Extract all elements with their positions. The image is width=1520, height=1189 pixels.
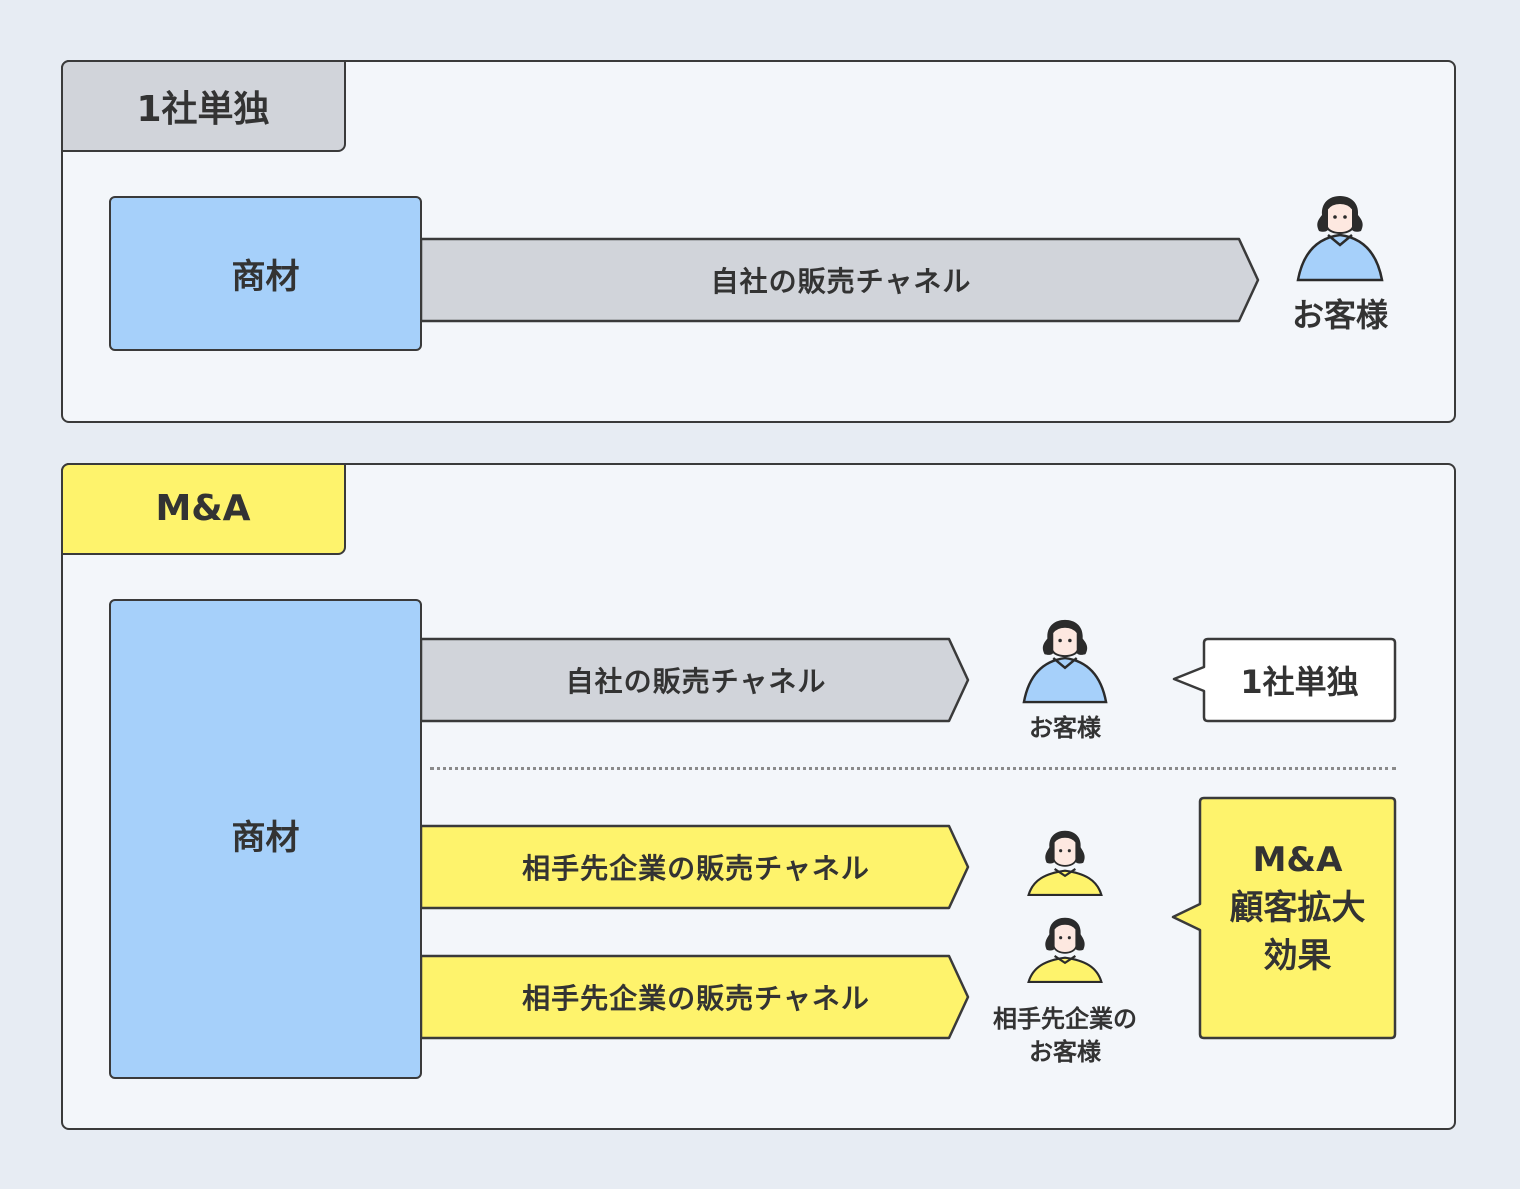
person-icon bbox=[1022, 619, 1108, 704]
effect-bubble-line3: 効果 bbox=[1263, 936, 1332, 976]
product-box-ma: 商材 bbox=[109, 599, 422, 1079]
partner-customer-icon-2 bbox=[1026, 915, 1104, 987]
arrow-shape bbox=[421, 824, 970, 910]
arrow-shape bbox=[421, 237, 1260, 323]
effect-bubble-line1: M&A bbox=[1252, 840, 1343, 880]
own-channel-label: 自社の販売チャネル bbox=[565, 665, 827, 698]
own-channel-label: 自社の販売チャネル bbox=[710, 265, 972, 298]
divider-dotted bbox=[430, 767, 1396, 770]
product-box-single: 商材 bbox=[109, 196, 422, 351]
arrow-shape bbox=[421, 637, 970, 723]
partner-channel-arrow-1: 相手先企業の販売チャネル bbox=[421, 824, 971, 910]
own-channel-arrow-single: 自社の販売チャネル bbox=[421, 237, 1261, 323]
partner-channel-label: 相手先企業の販売チャネル bbox=[522, 852, 870, 885]
own-channel-arrow-ma: 自社の販売チャネル bbox=[421, 637, 971, 723]
product-label: 商材 bbox=[231, 817, 300, 858]
customer-label-ma-own: お客様 bbox=[1029, 714, 1101, 742]
customer-icon-single bbox=[1295, 193, 1385, 287]
partner-customer-label-line1: 相手先企業の bbox=[993, 1005, 1137, 1033]
person-icon bbox=[1027, 830, 1103, 897]
person-icon bbox=[1296, 196, 1384, 282]
single-company-tab: 1社単独 bbox=[60, 59, 346, 152]
ma-tab: M&A bbox=[60, 462, 346, 555]
bubble-label: 1社単独 bbox=[1240, 663, 1359, 701]
effect-bubble-line2: 顧客拡大 bbox=[1229, 888, 1366, 928]
customer-icon-ma-own bbox=[1021, 617, 1109, 709]
bubble-shape bbox=[1171, 796, 1397, 1040]
customer-label-single: お客様 bbox=[1291, 296, 1388, 334]
bubble-shape bbox=[1172, 637, 1397, 723]
ma-tab-label: M&A bbox=[155, 488, 251, 529]
single-company-tab-label: 1社単独 bbox=[136, 88, 270, 130]
partner-channel-label: 相手先企業の販売チャネル bbox=[522, 982, 870, 1015]
partner-customer-label-line2: お客様 bbox=[1029, 1038, 1101, 1066]
arrow-shape bbox=[421, 954, 970, 1040]
partner-channel-arrow-2: 相手先企業の販売チャネル bbox=[421, 954, 971, 1040]
product-label: 商材 bbox=[231, 257, 300, 297]
partner-customer-label: 相手先企業の お客様 bbox=[965, 1003, 1165, 1069]
person-icon bbox=[1027, 917, 1103, 984]
partner-customer-icon-1 bbox=[1026, 828, 1104, 900]
